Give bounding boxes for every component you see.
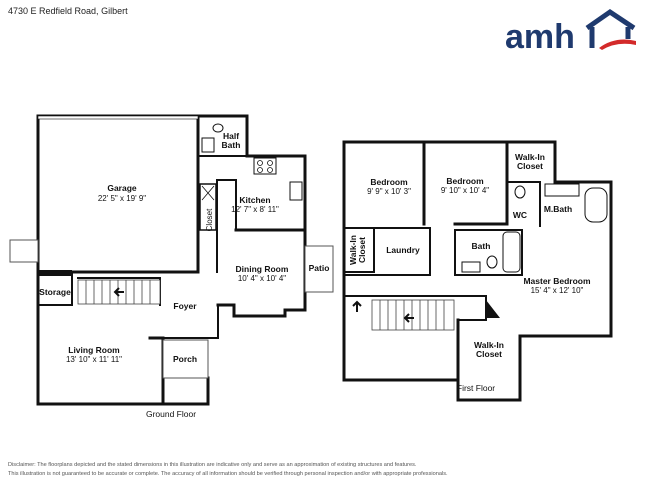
wc-toilet-icon [514,185,526,199]
walkin-top-label-1: Walk-In [515,152,545,162]
amh-logo: amh [505,8,636,52]
bedroom-2-label: Bedroom [446,176,484,186]
patio-label: Patio [309,263,330,273]
wc-label: WC [513,210,527,220]
walkin-top-walls [505,140,613,232]
master-dims: 15' 4" x 12' 10" [531,286,584,295]
walkin-bottom-label-2: Closet [476,349,502,359]
walkin-side-label-1: Walk-In [348,235,358,265]
bath-sink-icon [461,261,481,273]
storage-label: Storage [39,287,71,297]
kitchen-dims: 12' 7" x 8' 11" [231,205,279,214]
stove-icon [253,157,277,175]
bedroom-1-label: Bedroom [370,177,408,187]
bath-toilet-icon [486,255,498,269]
stair-arrow-left-icon [403,313,414,323]
logo-text: amh [505,18,575,52]
closet-label: Closet [205,208,214,231]
house-wall-icon [589,27,631,48]
porch-outline [162,339,209,379]
living-label: Living Room [68,345,120,355]
toilet-icon [212,123,224,133]
garage-dims: 22' 5" x 19' 9" [98,194,146,203]
bedroom-2-dims: 9' 10" x 10' 4" [441,186,489,195]
master-walls [456,228,613,402]
dining-dims: 10' 4" x 10' 4" [238,274,286,283]
kitchen-walls [234,154,307,232]
walkin-top-label-2: Closet [517,161,543,171]
master-label: Master Bedroom [523,276,591,286]
patio-outline [304,245,334,293]
laundry-label: Laundry [386,245,420,255]
mbath-label: M.Bath [544,204,572,214]
entry-landing [9,239,39,263]
dining-label: Dining Room [236,264,289,274]
bath-walls [454,229,523,276]
laundry-walls [343,227,431,276]
porch-label: Porch [173,354,197,364]
first-floor-label: First Floor [457,383,495,393]
dining-walls [216,228,307,318]
disclaimer-line-1: Disclaimer: The floorplans depicted and … [8,462,417,468]
kitchen-label: Kitchen [239,195,270,205]
first-floor-stairs [371,299,455,331]
walkin-side-label-2: Closet [357,237,367,263]
sink-icon [289,181,303,201]
master-tub-icon [584,187,608,223]
walkin-bottom-label-1: Walk-In [474,340,504,350]
half-bath-label-2: Bath [222,140,241,150]
property-address: 4730 E Redfield Road, Gilbert [8,6,128,16]
landing-corner [486,300,500,318]
foyer-label: Foyer [173,301,197,311]
storage-shelf [38,270,72,276]
disclaimer-line-2: This illustration is not guaranteed to b… [8,471,448,477]
stair-arrow-up-icon [352,300,362,312]
bedroom-1-dims: 9' 9" x 10' 3" [367,187,411,196]
garage-label: Garage [107,183,137,193]
bathtub-icon [502,231,521,273]
master-sink-icon [544,183,580,197]
bath-label: Bath [472,241,491,251]
house-roof-icon [585,8,636,31]
closet-box [199,183,217,231]
stair-arrow-icon [113,287,124,297]
half-bath-label-1: Half [223,131,239,141]
half-bath-sink-icon [201,137,215,153]
half-bath-walls [196,114,249,158]
ground-floor-label: Ground Floor [146,409,196,419]
logo-swoosh-icon [599,39,636,50]
living-dims: 13' 10" x 11' 11" [66,355,122,364]
